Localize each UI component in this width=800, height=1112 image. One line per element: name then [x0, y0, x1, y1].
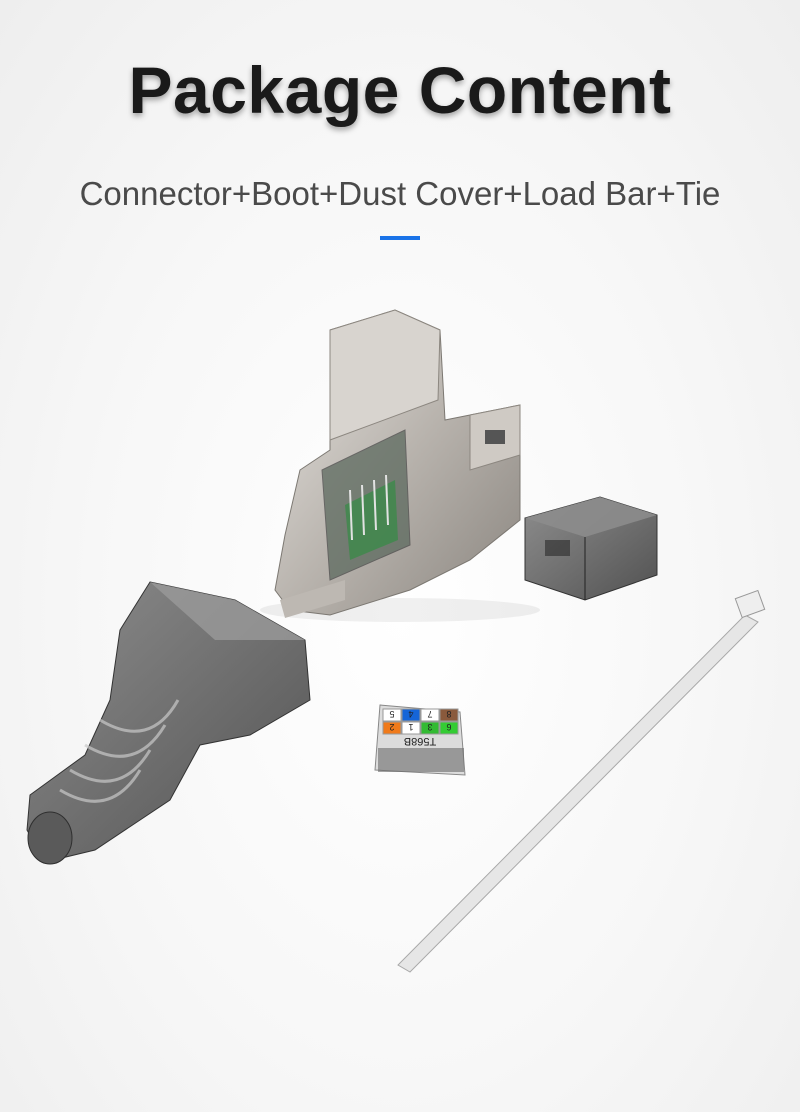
load-bar-pin-cell: [439, 708, 459, 722]
load-bar-pin-cell: [382, 708, 402, 722]
load-bar-pin-cell: [382, 721, 402, 735]
load-bar-pin-number: 7: [427, 709, 432, 719]
load-bar-pin-number: 8: [446, 709, 451, 719]
boot-image: [26, 581, 311, 865]
load-bar-pin-cell: [420, 721, 440, 735]
load-bar-pin-number: 5: [389, 709, 394, 719]
load-bar-pin-cell: [401, 708, 421, 722]
load-bar-pin-cell: [401, 721, 421, 735]
load-bar-pin-number: 3: [427, 722, 432, 732]
page-title: Package Content: [128, 53, 672, 127]
load-bar-standard-label: T568B: [404, 735, 436, 747]
load-bar-pin-cell: [420, 708, 440, 722]
load-bar-pin-number: 6: [446, 722, 451, 732]
load-bar-pin-number: 1: [408, 722, 413, 732]
load-bar-image: 5 4 7 8 2 1 3 6 T568B: [374, 704, 466, 776]
page-subtitle: Connector+Boot+Dust Cover+Load Bar+Tie: [79, 175, 721, 212]
dust-cover-image: [524, 496, 658, 601]
load-bar-pin-number: 2: [389, 722, 394, 732]
load-bar-pin-cell: [439, 721, 459, 735]
cable-tie-image: [397, 589, 766, 973]
connector-image: [260, 309, 540, 622]
accent-divider: [380, 236, 420, 240]
load-bar-pin-number: 4: [408, 709, 413, 719]
